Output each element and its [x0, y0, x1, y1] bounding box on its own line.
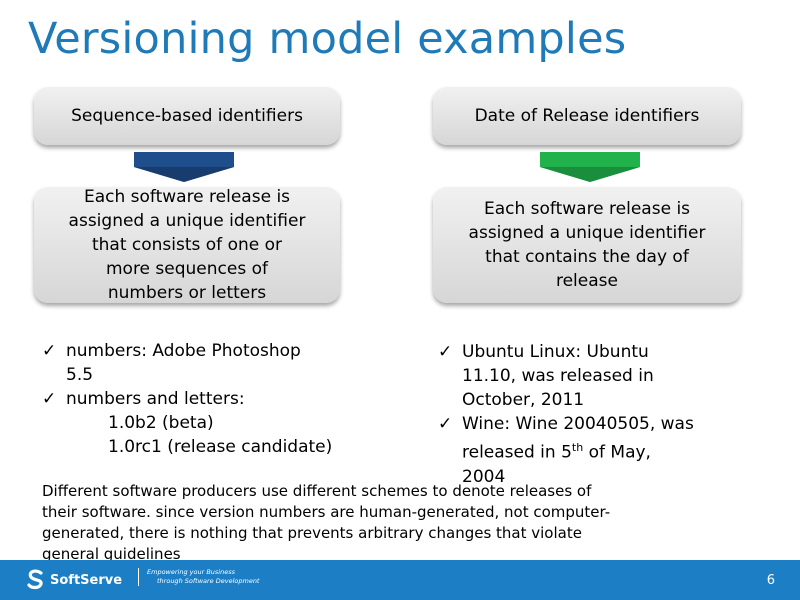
tagline: Empowering your Business through Softwar… — [138, 568, 259, 586]
date-examples-list: ✓ Ubuntu Linux: Ubuntu 11.10, was releas… — [436, 340, 756, 489]
description-line: Each software release is — [483, 199, 691, 219]
description-line: Each software release is — [83, 187, 291, 207]
list-item: ✓ numbers: Adobe Photoshop 5.5 — [42, 341, 301, 385]
check-icon: ✓ — [438, 414, 453, 434]
list-item: ✓ Wine: Wine 20040505, was released in 5… — [438, 414, 694, 487]
date-header-label: Date of Release identifiers — [474, 106, 700, 126]
sequence-examples-list: ✓ numbers: Adobe Photoshop 5.5 ✓ numbers… — [40, 339, 370, 459]
sub-item: 1.0b2 (beta) — [108, 413, 214, 433]
footnote-paragraph: Different software producers use differe… — [42, 482, 611, 563]
list-item: ✓ Ubuntu Linux: Ubuntu 11.10, was releas… — [438, 342, 654, 410]
sequence-header-label: Sequence-based identifiers — [71, 106, 303, 126]
description-line: assigned a unique identifier — [468, 223, 706, 243]
description-line: that consists of one or — [91, 235, 282, 255]
sequence-description-box: Each software release is assigned a uniq… — [34, 187, 340, 303]
check-icon: ✓ — [42, 389, 57, 409]
check-icon: ✓ — [42, 341, 57, 361]
page-title: Versioning model examples — [28, 14, 627, 64]
footer-bar: SoftServe Empowering your Business throu… — [0, 560, 800, 600]
description-line: release — [555, 271, 618, 291]
check-icon: ✓ — [438, 342, 453, 362]
logo-text: SoftServe — [50, 572, 123, 588]
description-line: that contains the day of — [485, 247, 689, 267]
softserve-logo: SoftServe — [26, 569, 122, 591]
description-line: assigned a unique identifier — [68, 211, 306, 231]
page-number: 6 — [766, 573, 775, 588]
sequence-header-box: Sequence-based identifiers — [34, 87, 340, 145]
date-header-box: Date of Release identifiers — [433, 87, 741, 145]
sub-item: 1.0rc1 (release candidate) — [108, 437, 333, 457]
down-arrow-icon — [540, 152, 640, 182]
date-description-box: Each software release is assigned a uniq… — [433, 187, 741, 303]
list-item: ✓ numbers and letters: 1.0b2 (beta) 1.0r… — [40, 387, 370, 459]
description-line: more sequences of — [105, 259, 268, 279]
down-arrow-icon — [134, 152, 234, 182]
description-line: numbers or letters — [107, 283, 267, 303]
softserve-logo-icon — [27, 569, 43, 590]
